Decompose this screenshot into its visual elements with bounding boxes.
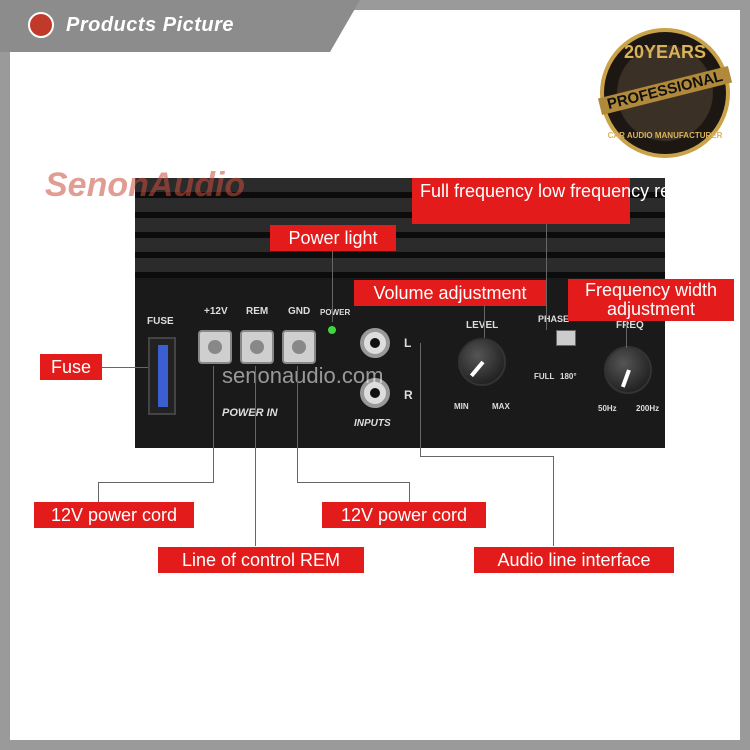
terminal-label-gnd: GND [288, 306, 311, 317]
leader-volume [484, 302, 485, 338]
leader-power-right-v [409, 482, 410, 502]
seal-professional: PROFESSIONAL [597, 66, 733, 115]
terminal-label-12v: +12V [204, 306, 228, 317]
fuse-holder [148, 337, 176, 415]
leader-power-left-up [213, 366, 214, 483]
callout-power-light: Power light [270, 225, 396, 251]
terminal-rem [240, 330, 274, 364]
rca-input-right [360, 378, 390, 408]
freq-knob[interactable] [604, 346, 652, 394]
callout-fuse: Fuse [40, 354, 102, 380]
power-led [328, 326, 336, 334]
power-in-label: POWER IN [222, 407, 278, 419]
rca-input-left [360, 328, 390, 358]
rca-left-label: L [404, 336, 412, 350]
fuse-label: FUSE [147, 316, 174, 327]
leader-full-freq [546, 222, 547, 330]
terminal-label-rem: REM [246, 306, 269, 317]
callout-audio-line: Audio line interface [474, 547, 674, 573]
twenty-years-seal: 20YEARS PROFESSIONAL CAR AUDIO MANUFACTU… [597, 28, 733, 158]
phase-180-label: 180° [560, 372, 577, 381]
brand-watermark: SenonAudio [45, 166, 246, 204]
level-max-label: MAX [492, 402, 510, 411]
fuse-blade [158, 345, 168, 407]
callout-power-cord-right: 12V power cord [322, 502, 486, 528]
phase-switch[interactable] [556, 330, 576, 346]
leader-fuse [98, 367, 148, 368]
freq-label: FREQ [616, 320, 644, 331]
callout-power-cord-left: 12V power cord [34, 502, 194, 528]
inputs-label: INPUTS [354, 418, 391, 429]
freq-knob-pointer [620, 369, 631, 388]
level-min-label: MIN [454, 402, 469, 411]
site-watermark: senonaudio.com [222, 363, 384, 388]
leader-rem [255, 366, 256, 546]
header-title: Products Picture [66, 14, 235, 36]
leader-power-right-up [297, 366, 298, 483]
leader-audio-h [420, 456, 553, 457]
level-label: LEVEL [466, 320, 499, 331]
level-knob[interactable] [458, 338, 506, 386]
phase-label: PHASE [538, 314, 570, 324]
callout-rem-line: Line of control REM [158, 547, 364, 573]
logo-icon [28, 12, 54, 38]
callout-full-frequency: Full frequency low frequency regulation [412, 178, 733, 224]
leader-audio-v [420, 343, 421, 456]
leader-audio-down [553, 456, 554, 546]
rca-right-label: R [404, 388, 413, 402]
terminal-gnd [282, 330, 316, 364]
leader-power-light [332, 250, 333, 322]
seal-years: 20YEARS [623, 42, 707, 62]
power-led-label: POWER [320, 308, 351, 317]
leader-power-left-v [98, 482, 99, 504]
header-bar: Products Picture [0, 0, 360, 52]
freq-min-label: 50Hz [598, 404, 617, 413]
level-knob-pointer [469, 360, 485, 378]
callout-freq-width: Frequency width adjustment [568, 279, 734, 321]
leader-power-right-h [297, 482, 409, 483]
seal-manufacturer: CAR AUDIO MANUFACTURER [607, 131, 723, 140]
callout-volume: Volume adjustment [354, 280, 546, 306]
phase-full-label: FULL [534, 372, 555, 381]
leader-freq-width [626, 320, 627, 348]
terminal-12v [198, 330, 232, 364]
leader-power-left-h [98, 482, 213, 483]
freq-max-label: 200Hz [636, 404, 660, 413]
